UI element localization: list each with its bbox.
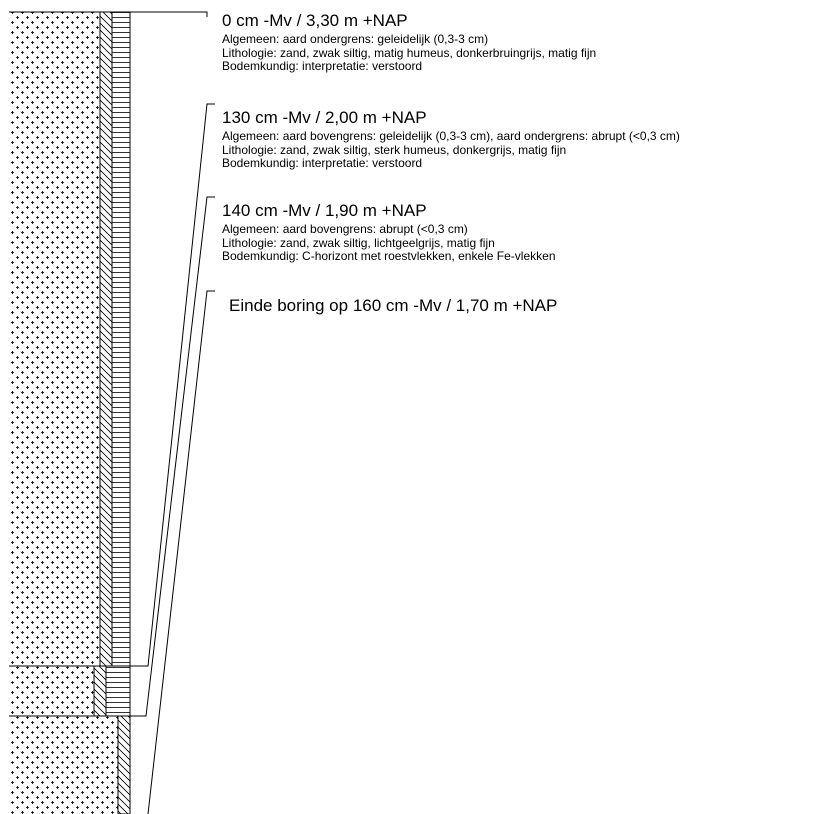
layer-3-general: Algemeen: aard bovengrens: abrupt (<0,3 … [222,222,468,236]
layer-2-sand-column [9,666,94,716]
layer-3-soil: Bodemkundig: C-horizont met roestvlekken… [222,249,556,263]
layer-2-soil: Bodemkundig: interpretatie: verstoord [222,156,423,170]
leader-line-end [147,290,215,814]
layer-2-humus-column [93,665,107,717]
layer-2-general: Algemeen: aard bovengrens: geleidelijk (… [222,129,680,143]
leader-line-130cm [130,103,215,667]
layer-2-depth: 130 cm -Mv / 2,00 m +NAP [222,108,427,127]
layer-1-soil: Bodemkundig: interpretatie: verstoord [222,59,423,73]
leader-line-140cm [130,196,215,717]
layer-1-label: 0 cm -Mv / 3,30 m +NAP Algemeen: aard on… [222,12,596,74]
layer-1-humus-column [99,11,113,667]
layer-1-depth: 0 cm -Mv / 3,30 m +NAP [222,11,408,30]
layer-2-label: 130 cm -Mv / 2,00 m +NAP Algemeen: aard … [222,109,680,171]
layer-1-silt-column [111,11,131,667]
layer-2-lithology: Lithologie: zand, zwak siltig, sterk hum… [222,142,567,157]
end-of-boring-label: Einde boring op 160 cm -Mv / 1,70 m +NAP [229,296,558,315]
layer-3-depth: 140 cm -Mv / 1,90 m +NAP [222,201,427,220]
layer-1-general: Algemeen: aard ondergrens: geleidelijk (… [222,32,489,46]
layer-1-lithology: Lithologie: zand, zwak siltig, matig hum… [222,45,597,60]
layer-3-lithology: Lithologie: zand, zwak siltig, lichtgeel… [222,235,495,250]
layer-3-sand-column [9,716,118,814]
layer-2-silt-column [105,665,131,717]
leader-line-0cm [130,11,208,17]
layer-1-sand-column [9,12,100,666]
layer-3-silt-column [117,715,131,814]
layer-3-label: 140 cm -Mv / 1,90 m +NAP Algemeen: aard … [222,202,556,264]
